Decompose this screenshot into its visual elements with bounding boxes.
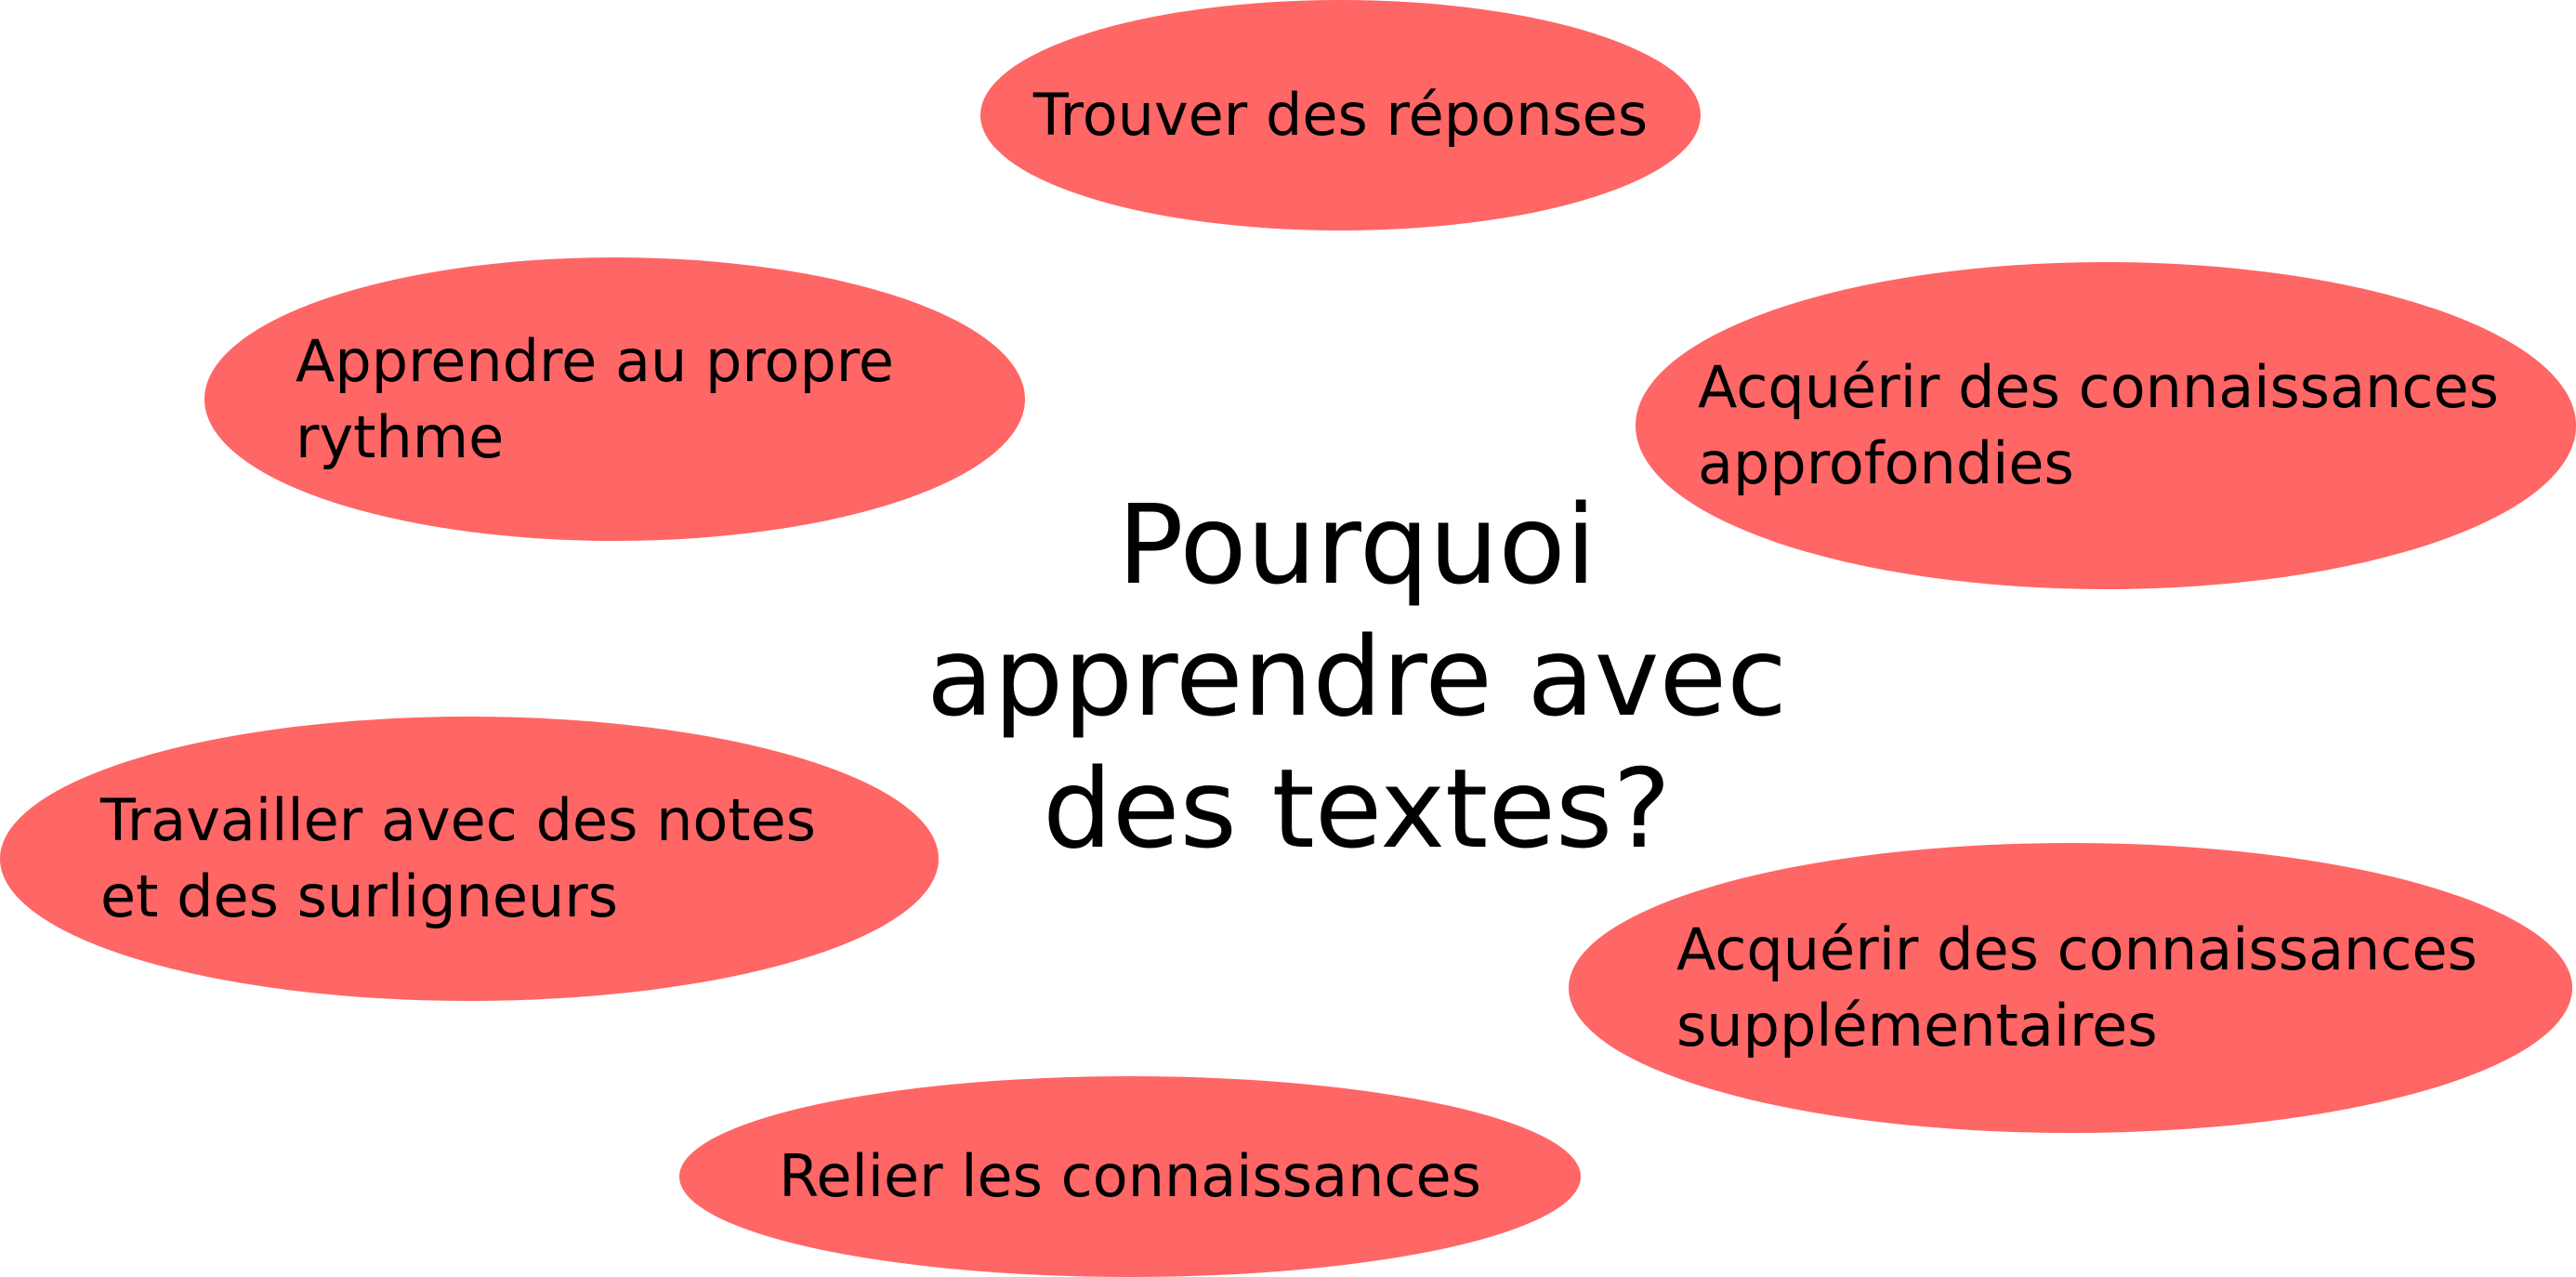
bubble-notes-et-surligneurs: Travailler avec des notes et des surlign… (0, 717, 939, 1001)
bubble-line: approfondies (1698, 429, 2074, 497)
bubble-text: Relier les connaissances (779, 1139, 1481, 1215)
bubble-connaissances-approfondies: Acquérir des connaissances approfondies (1636, 262, 2576, 589)
bubble-trouver-des-reponses: Trouver des réponses (980, 0, 1701, 230)
center-title-line: apprendre avec (927, 612, 1787, 741)
bubble-line: Acquérir des connaissances (1698, 353, 2499, 421)
bubble-line: Relier les connaissances (779, 1142, 1481, 1210)
center-title: Pourquoi apprendre avec des textes? (874, 479, 1840, 875)
bubble-text: Trouver des réponses (1033, 77, 1648, 153)
bubble-text: Travailler avec des notes et des surlign… (100, 783, 816, 935)
bubble-line: et des surligneurs (100, 862, 619, 930)
bubble-text: Apprendre au propre rythme (296, 323, 894, 476)
center-title-line: Pourquoi (1117, 481, 1597, 609)
bubble-apprendre-au-propre-rythme: Apprendre au propre rythme (204, 257, 1025, 541)
bubble-line: rythme (296, 402, 505, 471)
bubble-line: Trouver des réponses (1032, 81, 1649, 149)
bubble-relier-les-connaissances: Relier les connaissances (679, 1076, 1581, 1277)
bubble-line: supplémentaires (1676, 992, 2158, 1060)
bubble-connaissances-supplementaires: Acquérir des connaissances supplémentair… (1569, 843, 2572, 1133)
bubble-line: Apprendre au propre (296, 326, 895, 395)
bubble-line: Acquérir des connaissances (1676, 915, 2477, 983)
bubble-text: Acquérir des connaissances approfondies (1698, 349, 2499, 502)
bubble-text: Acquérir des connaissances supplémentair… (1676, 912, 2477, 1064)
bubble-line: Travailler avec des notes (100, 786, 817, 854)
center-title-line: des textes? (1042, 744, 1672, 873)
